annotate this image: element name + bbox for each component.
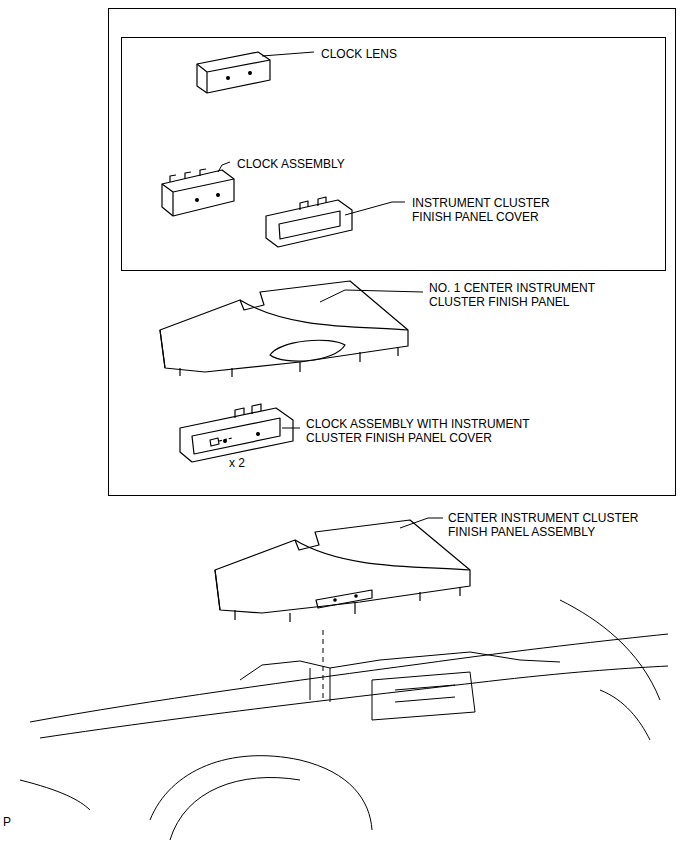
panel-cover-part [266,197,352,247]
part-name: INSTRUMENT CLUSTER FINISH PANEL COVER [412,196,552,224]
finish-panel-part [160,281,408,377]
page-mark: P [3,815,23,829]
part-name: CLOCK ASSEMBLY [237,157,367,171]
screw-symbol [210,438,232,446]
frame-box: CLOCK LENS CLOCK ASSEMBLY INSTRUMENT CLUST… [121,37,666,271]
clock-assembly-part [162,169,234,216]
part-name: NO. 1 CENTER INSTRUMENT CLUSTER FINISH P… [429,281,619,309]
part-name: x 2 [229,456,269,470]
part-name: CENTER INSTRUMENT CLUSTER FINISH PANEL A… [448,511,648,539]
frame-box: NO. 1 CENTER INSTRUMENT CLUSTER FINISH P… [108,8,676,496]
clock-lens-part [197,52,270,93]
part-name: CLOCK LENS [321,47,441,61]
finish-panel-assembly-part [215,520,470,622]
leader-line [218,52,443,700]
clock-with-cover-part [180,404,293,462]
part-name: CLOCK ASSEMBLY WITH INSTRUMENT CLUSTER F… [306,417,556,445]
dashboard-outline [20,600,668,840]
